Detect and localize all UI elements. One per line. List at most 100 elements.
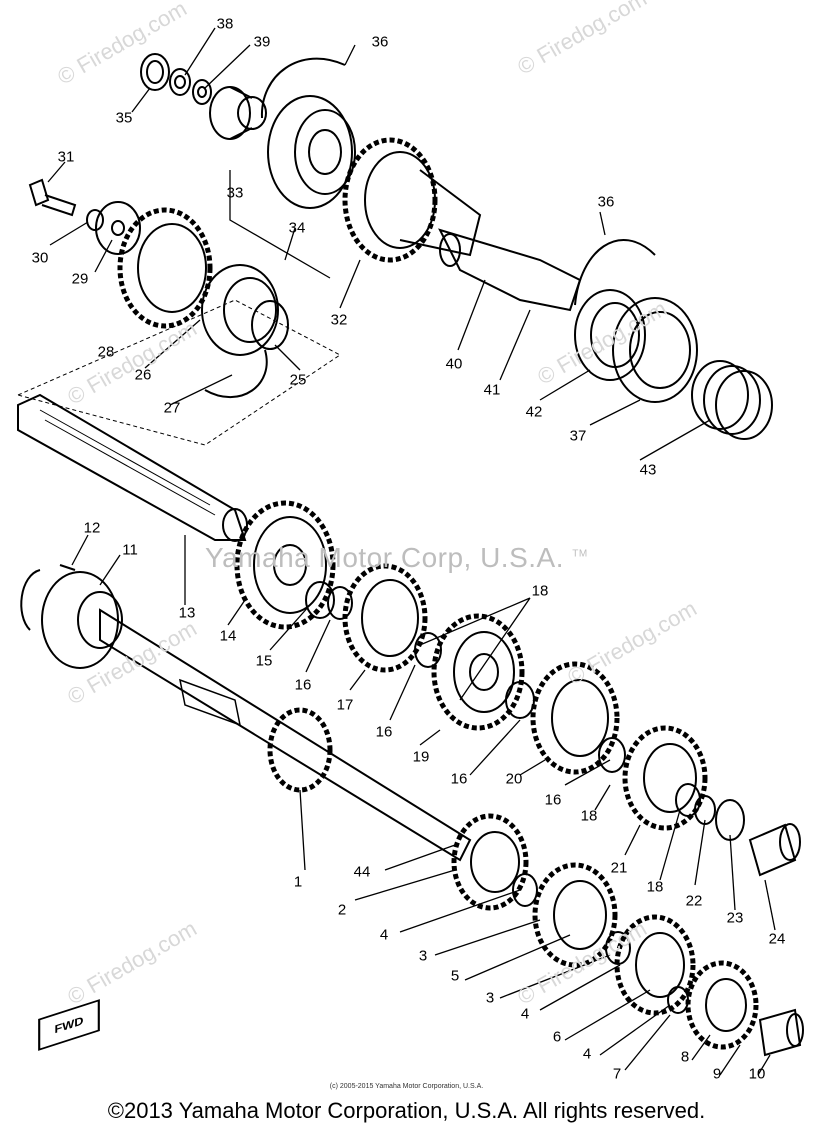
part-label-3-a: 3 <box>418 947 428 965</box>
gear-2 <box>451 813 529 911</box>
spring-43 <box>691 360 773 440</box>
gear-17 <box>342 563 428 673</box>
part-label-36-top: 36 <box>371 33 389 51</box>
part-label-18-mid: 18 <box>580 807 598 825</box>
gear-21 <box>622 725 708 831</box>
part-label-11: 11 <box>122 541 138 559</box>
part-label-5: 5 <box>450 967 460 985</box>
part-label-19: 19 <box>412 748 430 766</box>
part-label-35: 35 <box>115 109 133 127</box>
bearing-34 <box>267 95 356 209</box>
part-label-16-c: 16 <box>450 770 468 788</box>
bolt-31 <box>28 178 77 217</box>
part-label-14: 14 <box>219 627 237 645</box>
washer-30 <box>86 209 104 231</box>
part-label-29: 29 <box>71 270 89 288</box>
gear-29 <box>95 201 141 255</box>
part-label-3-b: 3 <box>485 989 495 1007</box>
part-label-21: 21 <box>610 859 628 877</box>
part-label-16-d: 16 <box>544 791 562 809</box>
washer-23 <box>715 799 745 841</box>
circlip-16-d <box>598 737 626 773</box>
sleeve-33 <box>209 86 267 140</box>
main-shaft-1 <box>99 608 472 862</box>
part-label-28: 28 <box>97 343 115 361</box>
part-label-22: 22 <box>685 892 703 910</box>
part-label-8: 8 <box>680 1048 690 1066</box>
small-copyright: (c) 2005-2015 Yamaha Motor Corporation, … <box>329 1083 484 1090</box>
circlip-16-b <box>414 632 442 668</box>
part-label-27: 27 <box>163 399 181 417</box>
part-label-18-low: 18 <box>646 878 664 896</box>
part-label-13: 13 <box>178 604 196 622</box>
part-label-33: 33 <box>226 184 244 202</box>
bearing-35 <box>140 53 170 91</box>
part-label-25: 25 <box>289 371 307 389</box>
circlip-36-top <box>260 57 346 119</box>
gear-6 <box>614 914 696 1016</box>
center-watermark-tm: TM <box>572 548 588 560</box>
part-label-38: 38 <box>216 15 234 33</box>
footer-copyright: ©2013 Yamaha Motor Corporation, U.S.A. A… <box>107 1098 706 1123</box>
part-label-42: 42 <box>525 403 543 421</box>
part-label-43: 43 <box>639 461 657 479</box>
part-label-1: 1 <box>293 873 303 891</box>
part-label-7: 7 <box>612 1065 622 1083</box>
part-label-4-a: 4 <box>379 926 389 944</box>
drive-axle-shaft <box>438 228 582 312</box>
part-label-12: 12 <box>83 519 101 537</box>
part-label-36-right: 36 <box>597 193 615 211</box>
leader-lines <box>47 27 776 1076</box>
part-label-9: 9 <box>712 1065 722 1083</box>
circlip-16-a <box>327 586 353 620</box>
part-label-24: 24 <box>768 930 786 948</box>
part-label-40: 40 <box>445 355 463 373</box>
bearing-24 <box>748 823 801 877</box>
part-label-34: 34 <box>288 219 306 237</box>
circlip-12 <box>20 564 76 631</box>
washer-25 <box>251 300 289 350</box>
center-watermark: Yamaha Motor Corp, U.S.A. TM <box>205 542 588 574</box>
washer-39 <box>192 79 212 105</box>
oil-seal-37 <box>612 297 698 403</box>
part-label-4-b: 4 <box>520 1005 530 1023</box>
circlip-36-right <box>574 238 656 306</box>
part-label-37: 37 <box>569 427 587 445</box>
center-watermark-text: Yamaha Motor Corp, U.S.A. <box>205 542 564 573</box>
gear-32 <box>342 137 482 263</box>
part-label-23: 23 <box>726 909 744 927</box>
part-label-26: 26 <box>134 366 152 384</box>
circlip-16-c <box>505 681 535 719</box>
bearing-10 <box>758 1008 804 1057</box>
circlip-27 <box>204 349 268 399</box>
part-label-4-c: 4 <box>582 1045 592 1063</box>
part-label-6: 6 <box>552 1028 562 1046</box>
part-label-20: 20 <box>505 770 523 788</box>
gear-14 <box>234 500 336 630</box>
part-label-2: 2 <box>337 901 347 919</box>
collar-38 <box>169 68 191 96</box>
gear-20 <box>530 661 620 775</box>
bearing-11 <box>41 571 123 669</box>
part-label-17: 17 <box>336 696 354 714</box>
part-label-39: 39 <box>253 33 271 51</box>
washer-15 <box>305 581 335 619</box>
part-label-16-b: 16 <box>375 723 393 741</box>
gear-5 <box>532 862 618 968</box>
gear-28 <box>117 207 213 329</box>
washer-4-b <box>667 986 689 1014</box>
part-label-18-top: 18 <box>531 582 549 600</box>
main-axle-13 <box>17 393 248 542</box>
circlip-18 <box>675 783 701 817</box>
part-label-31: 31 <box>57 148 75 166</box>
box-outline <box>16 299 341 446</box>
part-label-15: 15 <box>255 652 273 670</box>
part-label-32: 32 <box>330 311 348 329</box>
gear-8 <box>685 960 759 1050</box>
part-label-30: 30 <box>31 249 49 267</box>
washer-4-a <box>512 873 538 907</box>
part-label-16-a: 16 <box>294 676 312 694</box>
part-label-10: 10 <box>748 1065 766 1083</box>
